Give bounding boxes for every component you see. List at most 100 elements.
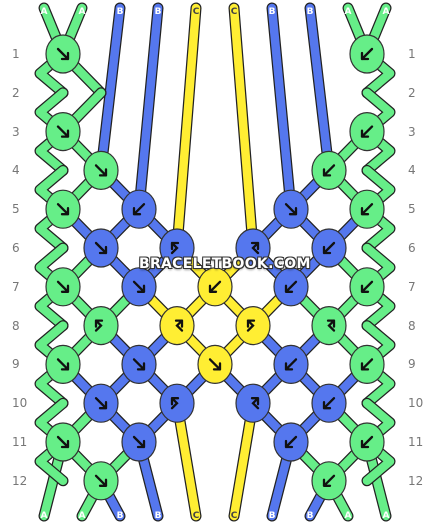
row-number-left: 8 [12,318,20,333]
knot-arrow-rf-icon [132,358,146,371]
knot-arrow-rf-icon [132,435,146,449]
string-label-bottom: B [116,511,124,521]
knot-r6-c2-icon [159,228,195,268]
knot-arrow-rf-icon [284,203,298,216]
knot-r7-c3-icon [197,267,233,307]
knot-arrow-rf-icon [94,474,108,487]
knot-r5-c2-icon [121,189,157,229]
watermark: BRACELETBOOK.COM [139,256,311,272]
knot-arrow-rf-icon [56,125,70,138]
knot-arrow-lf-icon [360,125,374,138]
knot-arrow-lf-icon [284,435,298,449]
string-label-bottom: C [192,511,200,521]
knot-r7-c4-icon [273,267,309,307]
string-feed-3 [96,3,125,175]
knot-arrow-rf-icon [56,47,70,61]
row-number-left: 1 [12,47,20,61]
row-number-right: 6 [408,241,416,255]
knot-r5-c5-icon [349,189,385,229]
knot-arrow-rb-icon [170,241,180,255]
row-number-right: 8 [408,318,416,333]
string-feed-6 [229,3,258,253]
knot-r1-c1-icon [45,34,81,74]
knot-r5-c4-icon [273,189,309,229]
string-feed-5 [172,3,201,253]
knot-arrow-rf-icon [94,397,108,410]
string-label-bottom: A [78,511,86,521]
knot-arrow-lf-icon [360,280,374,293]
string-label-top: B [116,7,124,17]
knot-arrow-lf-icon [360,203,374,216]
knot-r9-c1-icon [45,344,81,384]
knot-arrow-lf-icon [208,280,222,293]
row-number-right: 7 [408,279,416,294]
knot-arrow-lf-icon [132,203,146,216]
knot-r9-c2-icon [121,344,157,384]
row-number-left: 12 [12,473,28,488]
knot-r7-c5-icon [349,267,385,307]
row-number-left: 4 [12,163,20,178]
knot-arrow-lf-icon [322,241,336,255]
knot-r11-c5-icon [349,422,385,462]
knot-arrow-rf-icon [94,164,108,177]
knot-arrow-rf-icon [56,280,70,293]
knot-r4-c4-icon [311,150,347,190]
knot-r3-c1-icon [45,112,81,152]
row-number-left: 10 [12,396,28,411]
knot-r12-c1-icon [83,461,119,501]
knot-arrow-rb-icon [94,319,104,332]
knot-arrow-rf-icon [132,280,146,293]
string-label-bottom: A [382,511,390,521]
knot-r8-c4-icon [311,306,347,346]
row-number-right: 3 [408,124,416,139]
knot-arrow-rf-icon [208,358,222,371]
row-number-right: 4 [408,163,416,178]
knot-arrow-rf-icon [56,358,70,371]
knot-r11-c1-icon [45,422,81,462]
row-number-left: 9 [12,357,20,372]
string-label-bottom: A [40,511,48,521]
row-number-right: 5 [408,202,416,217]
string-feed-7 [267,3,296,214]
knot-r4-c1-icon [83,150,119,190]
string-label-top: C [192,7,200,17]
knot-r9-c3-icon [197,344,233,384]
knot-r6-c4-icon [311,228,347,268]
knot-arrow-rf-icon [56,435,70,449]
row-number-right: 9 [408,357,416,372]
string-label-top: B [268,7,276,17]
string-label-bottom: B [154,511,162,521]
knot-arrow-lf-icon [284,280,298,293]
string-label-top: B [154,7,162,17]
knot-arrow-rf-icon [94,241,108,255]
knot-r12-c4-icon [311,461,347,501]
knot-r9-c5-icon [349,344,385,384]
knot-arrow-lf-icon [284,358,298,371]
knots-layer [45,34,385,501]
row-number-right: 2 [408,85,416,100]
knot-r10-c4-icon [311,383,347,423]
row-number-left: 6 [12,241,20,255]
row-number-right: 11 [408,435,424,449]
knot-arrow-lb-icon [326,319,336,332]
knot-r10-c3-icon [235,383,271,423]
knot-r8-c2-icon [159,306,195,346]
knot-r10-c2-icon [159,383,195,423]
string-label-top: A [382,7,390,17]
string-feed-8 [305,3,334,175]
knot-r6-c1-icon [83,228,119,268]
knot-r3-c5-icon [349,112,385,152]
knot-r8-c1-icon [83,306,119,346]
knot-arrow-lf-icon [322,474,336,487]
row-number-left: 5 [12,202,20,217]
row-number-left: 7 [12,279,20,294]
string-label-top: A [78,7,86,17]
string-label-top: A [344,7,352,17]
knot-arrow-lb-icon [250,397,260,410]
knot-arrow-lf-icon [360,47,374,61]
knot-arrow-lf-icon [360,358,374,371]
knot-r11-c2-icon [121,422,157,462]
knot-arrow-lf-icon [360,435,374,449]
knot-arrow-rb-icon [246,319,256,332]
